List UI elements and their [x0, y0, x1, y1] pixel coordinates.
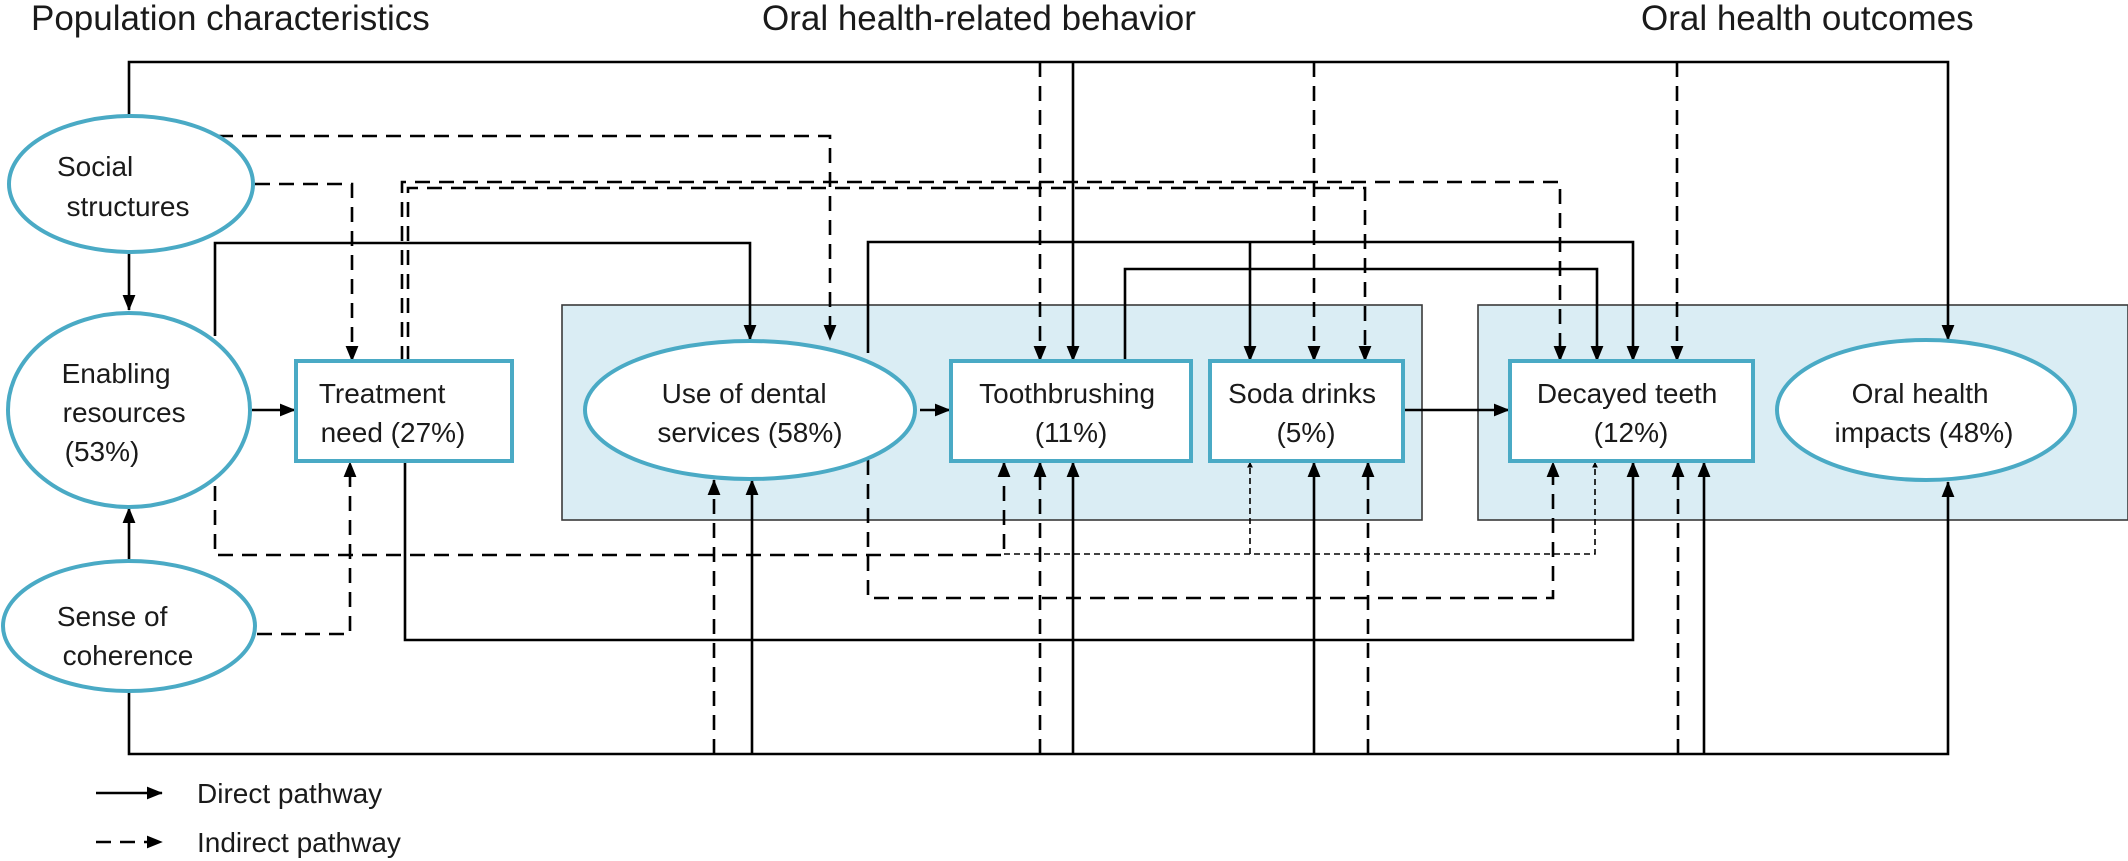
- indirect-path: [400, 180, 1567, 362]
- sense-of-coherence-node: [1, 559, 257, 693]
- decayed-teeth-label: Decayed teeth (12%): [1537, 378, 1725, 448]
- direct-path: [213, 241, 757, 341]
- direct-path: [127, 481, 1955, 756]
- legend: Direct pathway Indirect pathway: [96, 778, 401, 858]
- pathway-connectors: [122, 60, 1955, 756]
- indirect-path: [213, 461, 1011, 557]
- header-behavior: Oral health-related behavior: [762, 0, 1196, 38]
- social-structures-label: Social structures: [57, 151, 189, 222]
- decayed-teeth-node: [1508, 359, 1755, 463]
- oral-health-impacts-node: [1775, 338, 2077, 482]
- treatment-need-label: Treatment need (27%): [319, 378, 466, 448]
- enabling-resources-label: Enabling resources (53%): [62, 358, 194, 467]
- enabling-resources-node: [6, 311, 252, 509]
- header-population: Population characteristics: [31, 0, 430, 38]
- sense-of-coherence-label: Sense of coherence: [57, 601, 194, 671]
- soda-drinks-label: Soda drinks (5%): [1228, 378, 1384, 448]
- toothbrushing-label: Toothbrushing (11%): [979, 378, 1163, 448]
- indirect-path: [255, 182, 359, 362]
- indirect-path: [257, 461, 357, 636]
- indirect-path: [406, 186, 1372, 362]
- treatment-need-node: [294, 359, 514, 463]
- direct-path: [127, 60, 1955, 341]
- oral-health-impacts-label: Oral health impacts (48%): [1835, 378, 2014, 448]
- legend-indirect-label: Indirect pathway: [197, 827, 401, 858]
- indirect-path: [866, 460, 1560, 600]
- indirect-path: [218, 134, 837, 341]
- toothbrushing-node: [949, 359, 1193, 463]
- indirect-path: [1004, 461, 1598, 555]
- social-structures-node: [7, 114, 255, 254]
- legend-direct-label: Direct pathway: [197, 778, 382, 809]
- header-outcomes: Oral health outcomes: [1641, 0, 1974, 38]
- soda-drinks-node: [1208, 359, 1405, 463]
- use-of-dental-services-label: Use of dental services (58%): [657, 378, 842, 448]
- use-of-dental-services-node: [583, 339, 917, 481]
- direct-path: [403, 461, 1640, 642]
- direct-path: [1123, 267, 1604, 362]
